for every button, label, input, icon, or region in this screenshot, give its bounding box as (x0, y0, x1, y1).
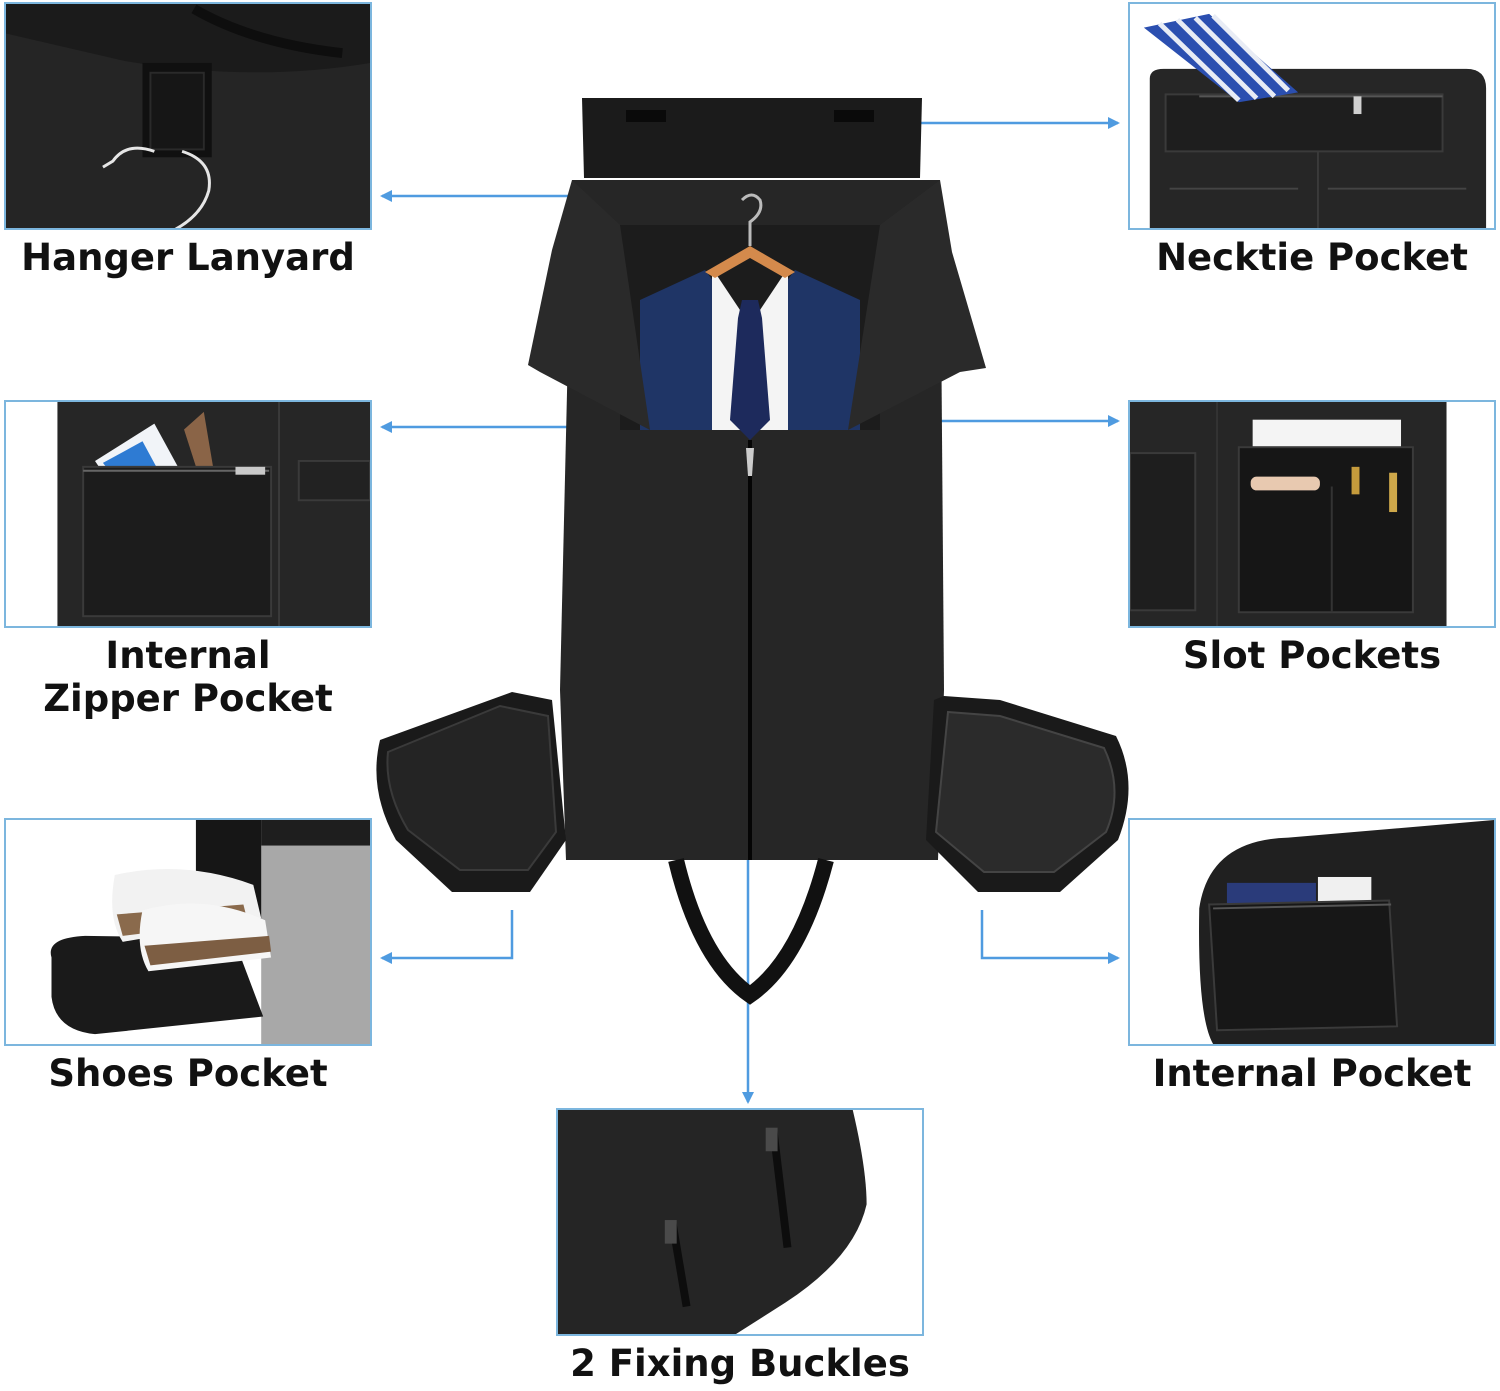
necktie (730, 300, 770, 440)
necktie-pocket-panel (1128, 2, 1496, 230)
hanger-hook (740, 193, 763, 246)
garment-bag-illustration (376, 98, 1129, 1005)
internal-zipper-pocket-panel (4, 400, 372, 628)
hanger-lanyard-caption: Hanger Lanyard (21, 236, 355, 279)
internal-pocket-panel (1128, 818, 1496, 1046)
mesh-pocket-icon (1130, 820, 1494, 1044)
bag-handle (668, 857, 834, 1005)
slot-pockets-panel (1128, 400, 1496, 628)
internal-zipper-pocket-caption: Internal Zipper Pocket (4, 634, 372, 720)
hanger-lanyard-panel (4, 2, 372, 230)
shoe-icon (6, 820, 370, 1044)
fixing-buckles-panel (556, 1108, 924, 1336)
internal-pocket-caption: Internal Pocket (1152, 1052, 1472, 1095)
lid-left (528, 180, 650, 430)
zipper-pocket-icon (6, 402, 370, 626)
necktie-pocket-caption: Necktie Pocket (1156, 236, 1468, 279)
shoes-pocket-panel (4, 818, 372, 1046)
wooden-hanger (705, 246, 795, 278)
slot-pockets-caption: Slot Pockets (1182, 634, 1442, 677)
lid-right (848, 180, 986, 430)
hanger-icon (6, 4, 370, 228)
internal-zipper-pocket-caption-line2: Zipper Pocket (43, 677, 333, 720)
buckle-icon (558, 1110, 922, 1334)
internal-zipper-pocket-caption-line1: Internal (105, 634, 271, 677)
shoes-pocket-caption: Shoes Pocket (48, 1052, 328, 1095)
necktie-icon (1130, 4, 1494, 228)
slot-pocket-icon (1130, 402, 1494, 626)
fixing-buckles-caption: 2 Fixing Buckles (570, 1342, 910, 1385)
